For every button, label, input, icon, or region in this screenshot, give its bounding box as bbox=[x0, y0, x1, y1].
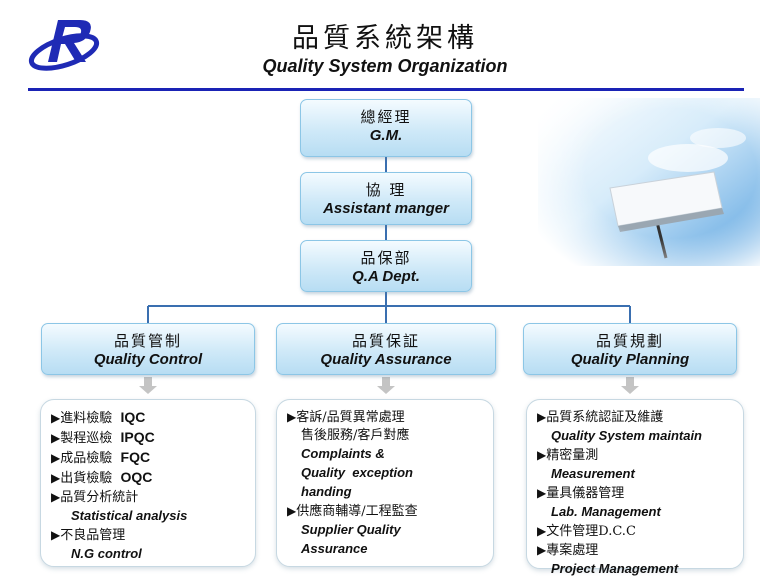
list-item: handing bbox=[301, 484, 352, 499]
list-item: Lab. Management bbox=[551, 504, 661, 519]
node-label-en: Quality Planning bbox=[570, 351, 690, 368]
list-item: Measurement bbox=[551, 466, 635, 481]
node-label-zh: 總經理 bbox=[360, 108, 412, 126]
node-quality-control: 品質管制 Quality Control bbox=[41, 323, 255, 375]
node-label-en: Quality Assurance bbox=[320, 351, 452, 368]
arrow-down-icon bbox=[621, 377, 639, 394]
node-label-en: G.M. bbox=[369, 127, 403, 144]
node-quality-planning: 品質規劃 Quality Planning bbox=[523, 323, 737, 375]
node-general-manager: 總經理 G.M. bbox=[300, 99, 472, 157]
panel-quality-control: ▶進料檢驗 IQC ▶製程巡檢 IPQC ▶成品檢驗 FQC ▶出貨檢驗 OQC… bbox=[40, 399, 256, 567]
list-item: ▶客訴/品質異常處理 bbox=[287, 410, 405, 425]
arrow-down-icon bbox=[377, 377, 395, 394]
list-item: Quality System maintain bbox=[551, 428, 702, 443]
decorative-billboard-image bbox=[538, 98, 760, 266]
list-item: ▶供應商輔導/工程監查 bbox=[287, 504, 418, 519]
list-item: Statistical analysis bbox=[71, 508, 188, 523]
list-item: ▶精密量測 bbox=[537, 448, 599, 463]
node-label-en: Assistant manger bbox=[323, 200, 449, 217]
list-item: ▶文件管理D.C.C bbox=[537, 524, 636, 539]
page-title-chinese: 品質系統架構 bbox=[292, 23, 478, 54]
list-item: ▶品質分析統計 bbox=[51, 490, 139, 505]
list-item: ▶進料檢驗 IQC bbox=[51, 409, 146, 426]
list-item: ▶出貨檢驗 OQC bbox=[51, 469, 153, 486]
list-item: Assurance bbox=[301, 541, 368, 556]
list-item: N.G control bbox=[71, 546, 142, 561]
panel-quality-planning: ▶品質系統認証及維護 Quality System maintain ▶精密量測… bbox=[526, 399, 744, 576]
node-label-en: Q.A Dept. bbox=[352, 268, 420, 285]
list-item: Complaints & bbox=[301, 446, 385, 461]
node-label-zh: 協 理 bbox=[365, 181, 407, 199]
list-item: Project Management bbox=[551, 561, 679, 576]
list-item: ▶製程巡檢 IPQC bbox=[51, 429, 155, 446]
node-label-zh: 品保部 bbox=[360, 249, 412, 267]
company-logo bbox=[28, 12, 110, 74]
list-item: ▶品質系統認証及維護 bbox=[537, 410, 664, 425]
list-item: 售後服務/客戶對應 bbox=[301, 428, 410, 443]
node-label-zh: 品質管制 bbox=[113, 332, 182, 350]
list-item: ▶成品檢驗 FQC bbox=[51, 449, 151, 466]
list-item: ▶不良品管理 bbox=[51, 528, 126, 543]
header-divider bbox=[28, 88, 744, 91]
list-item: Quality exception bbox=[301, 465, 413, 480]
panel-quality-assurance: ▶客訴/品質異常處理 售後服務/客戶對應 Complaints & Qualit… bbox=[276, 399, 494, 567]
list-item: ▶量具儀器管理 bbox=[537, 486, 625, 501]
node-label-zh: 品質規劃 bbox=[595, 332, 664, 350]
node-quality-assurance: 品質保証 Quality Assurance bbox=[276, 323, 496, 375]
node-assistant-manager: 協 理 Assistant manger bbox=[300, 172, 472, 225]
logo-mark-icon bbox=[28, 20, 100, 71]
list-item: ▶專案處理 bbox=[537, 543, 599, 558]
arrow-down-icon bbox=[139, 377, 157, 394]
node-label-zh: 品質保証 bbox=[351, 332, 420, 350]
list-item: Supplier Quality bbox=[301, 522, 401, 537]
node-qa-dept: 品保部 Q.A Dept. bbox=[300, 240, 472, 292]
page-title-english: Quality System Organization bbox=[262, 56, 508, 76]
node-label-en: Quality Control bbox=[93, 351, 203, 368]
